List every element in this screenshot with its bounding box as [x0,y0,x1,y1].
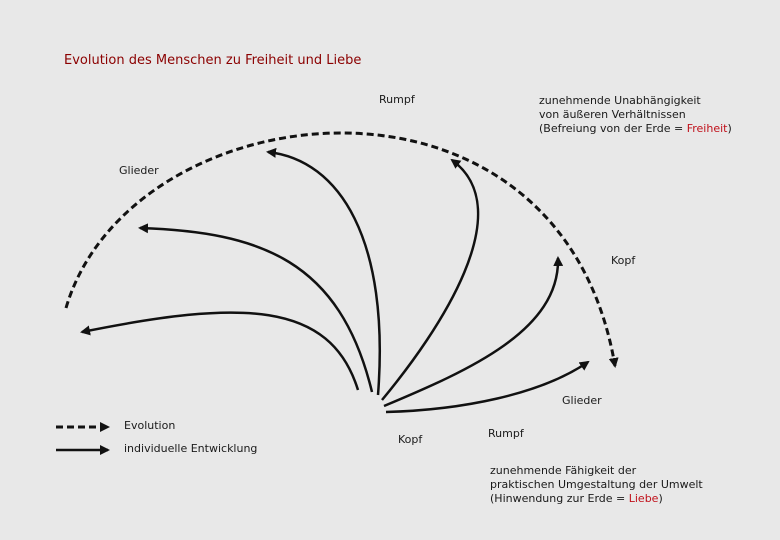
note-freedom: zunehmende Unabhängigkeit von äußeren Ve… [539,94,732,136]
note-love: zunehmende Fähigkeit der praktischen Umg… [490,464,703,506]
development-arrow-3 [266,147,382,396]
note-love-line1: zunehmende Fähigkeit der [490,464,637,477]
note-freedom-prefix: (Befreiung von der Erde = [539,122,687,135]
development-arrow-5 [383,256,564,408]
note-freedom-line1: zunehmende Unabhängigkeit [539,94,701,107]
development-arrow-6 [385,360,590,414]
note-freedom-suffix: ) [727,122,732,135]
note-love-line2: praktischen Umgestaltung der Umwelt [490,478,703,491]
label-rumpf-top: Rumpf [379,93,415,106]
note-freedom-line3: (Befreiung von der Erde = Freiheit) [539,122,732,136]
label-kopf-right: Kopf [611,254,636,267]
label-glieder-bottom: Glieder [562,394,602,407]
note-freedom-line2: von äußeren Verhältnissen [539,108,686,121]
development-arrow-2 [138,223,374,393]
label-rumpf-bottom: Rumpf [488,427,524,440]
label-kopf-bottom: Kopf [398,433,423,446]
freedom-highlight: Freiheit [686,122,728,135]
note-love-prefix: (Hinwendung zur Erde = [490,492,629,505]
development-arrow-4 [381,158,480,401]
note-love-line3: (Hinwendung zur Erde = Liebe) [490,492,703,506]
legend-evolution-label: Evolution [124,419,176,432]
love-highlight: Liebe [628,492,659,505]
diagram-title: Evolution des Menschen zu Freiheit und L… [64,53,362,68]
legend-individual-label: individuelle Entwicklung [124,442,258,455]
development-arrow-1 [80,311,360,391]
label-glieder-left: Glieder [119,164,159,177]
note-love-suffix: ) [658,492,663,505]
